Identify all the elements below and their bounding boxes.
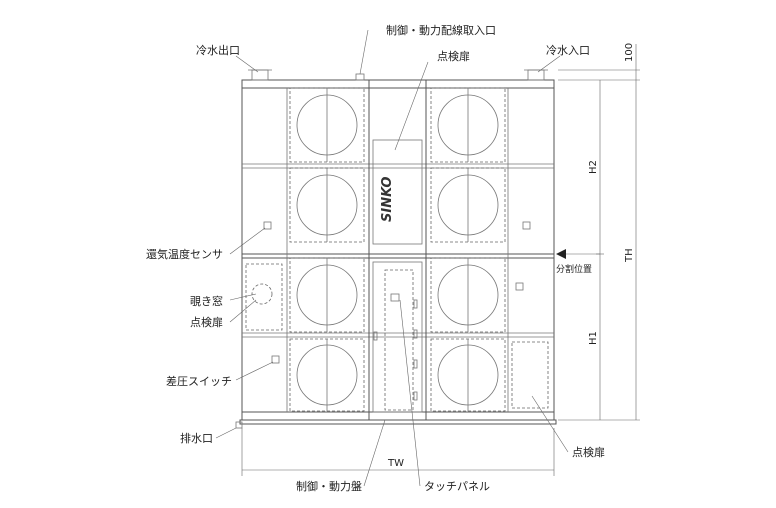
dim-th: TH <box>624 248 635 263</box>
dim-h1: H1 <box>588 331 599 345</box>
fan-panel-second-right <box>430 167 506 243</box>
leader-lines <box>215 29 569 487</box>
dim-tw: TW <box>387 458 404 469</box>
drain-outlet <box>235 421 243 429</box>
fan-panel-upper-left <box>289 87 365 163</box>
label-differential-pressure-switch: 差圧スイッチ <box>166 374 232 388</box>
sinko-logo: SINKO <box>380 177 395 222</box>
label-access-door-left: 点検扉 <box>190 315 223 329</box>
label-sight-window: 覗き窓 <box>190 294 223 308</box>
chilled-water-outlet-pipe <box>248 69 272 81</box>
upper-access-door: SINKO <box>372 139 423 245</box>
differential-pressure-switch <box>271 355 280 364</box>
wiring-inlet-port <box>355 73 365 81</box>
left-access-door <box>245 263 283 331</box>
unit-body <box>239 79 557 425</box>
label-access-door-right: 点検扉 <box>572 445 605 459</box>
dim-top-offset: 100 <box>624 43 635 62</box>
dimension-lines <box>241 44 640 476</box>
label-control-power-panel: 制御・動力盤 <box>296 479 362 493</box>
chilled-water-inlet-pipe <box>524 69 548 81</box>
right-column-items <box>511 221 549 409</box>
label-touch-panel: タッチパネル <box>424 480 490 493</box>
fan-panel-bottom-left <box>289 338 365 412</box>
label-chilled-water-outlet: 冷水出口 <box>196 43 240 57</box>
fan-panel-third-right <box>430 257 506 333</box>
label-drain-outlet: 排水口 <box>180 431 213 445</box>
fan-panel-third-left <box>289 257 365 333</box>
label-split-position: 分割位置 <box>556 263 592 275</box>
label-chilled-water-inlet: 冷水入口 <box>546 44 590 57</box>
fan-panel-second-left <box>289 167 365 243</box>
label-access-door-top: 点検扉 <box>437 49 470 63</box>
control-power-panel <box>372 261 423 413</box>
fan-panel-upper-right <box>430 87 506 163</box>
label-control-power-wiring-inlet: 制御・動力配線取入口 <box>386 23 496 37</box>
dim-h2: H2 <box>588 160 599 174</box>
return-air-temp-sensor <box>263 221 272 230</box>
label-return-air-temp-sensor: 還気温度センサ <box>146 247 223 261</box>
fan-panel-bottom-right <box>430 338 506 412</box>
